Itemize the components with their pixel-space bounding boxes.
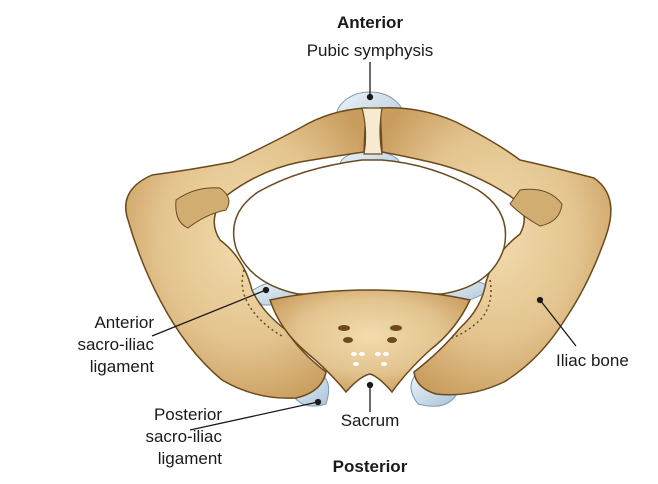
- sacrum-label: Sacrum: [320, 410, 420, 431]
- posterior-heading: Posterior: [320, 456, 420, 477]
- anterior-heading: Anterior: [320, 12, 420, 33]
- iliac-bone-label: Iliac bone: [556, 350, 629, 371]
- anterior-sacroiliac-label-line2: sacro-iliac: [0, 334, 154, 355]
- pelvic-inlet-shape: [234, 160, 506, 294]
- posterior-sacroiliac-label-line2: sacro-iliac: [0, 426, 222, 447]
- pubic-symphysis-label: Pubic symphysis: [290, 40, 450, 61]
- posterior-sacroiliac-label-line1: Posterior: [0, 404, 222, 425]
- anterior-sacroiliac-label-line3: ligament: [0, 356, 154, 377]
- pubic-symphysis-joint-shape: [362, 108, 382, 154]
- posterior-sacroiliac-label-line3: ligament: [0, 448, 222, 469]
- anterior-sacroiliac-label-line1: Anterior: [0, 312, 154, 333]
